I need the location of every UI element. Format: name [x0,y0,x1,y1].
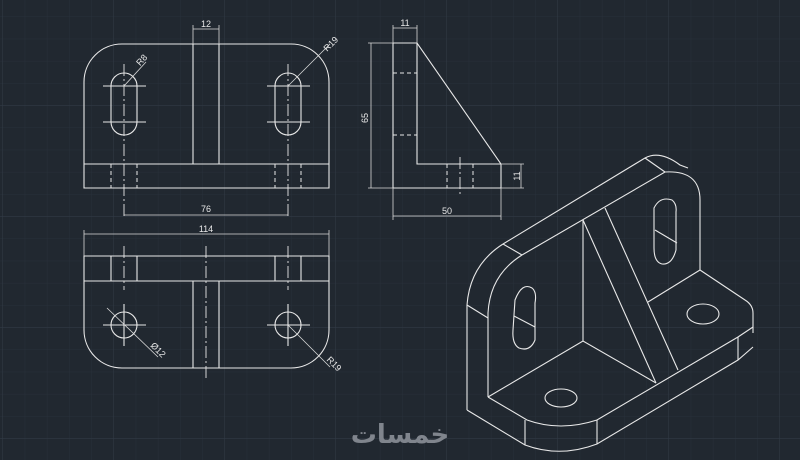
dim-height: 65 [360,113,370,123]
dim-plate-thickness: 11 [400,18,409,28]
watermark-logo: خمسات [350,420,450,450]
iso-slot-right [653,198,677,265]
top-view: 114 Ø12 R19 [83,224,343,380]
side-view: 11 65 11 50 [360,18,524,220]
dim-depth: 50 [442,206,452,216]
front-view: 12 76 R8 R19 [83,19,340,218]
dim-rib-width: 12 [201,19,211,29]
dim-slot-spacing: 76 [201,204,211,214]
dim-overall-width: 114 [199,224,213,234]
iso-hole-right [686,303,720,325]
isometric-view [466,154,754,452]
dim-base-thickness: 11 [512,171,522,180]
iso-hole-left [544,388,578,408]
iso-slot-left [512,285,537,350]
